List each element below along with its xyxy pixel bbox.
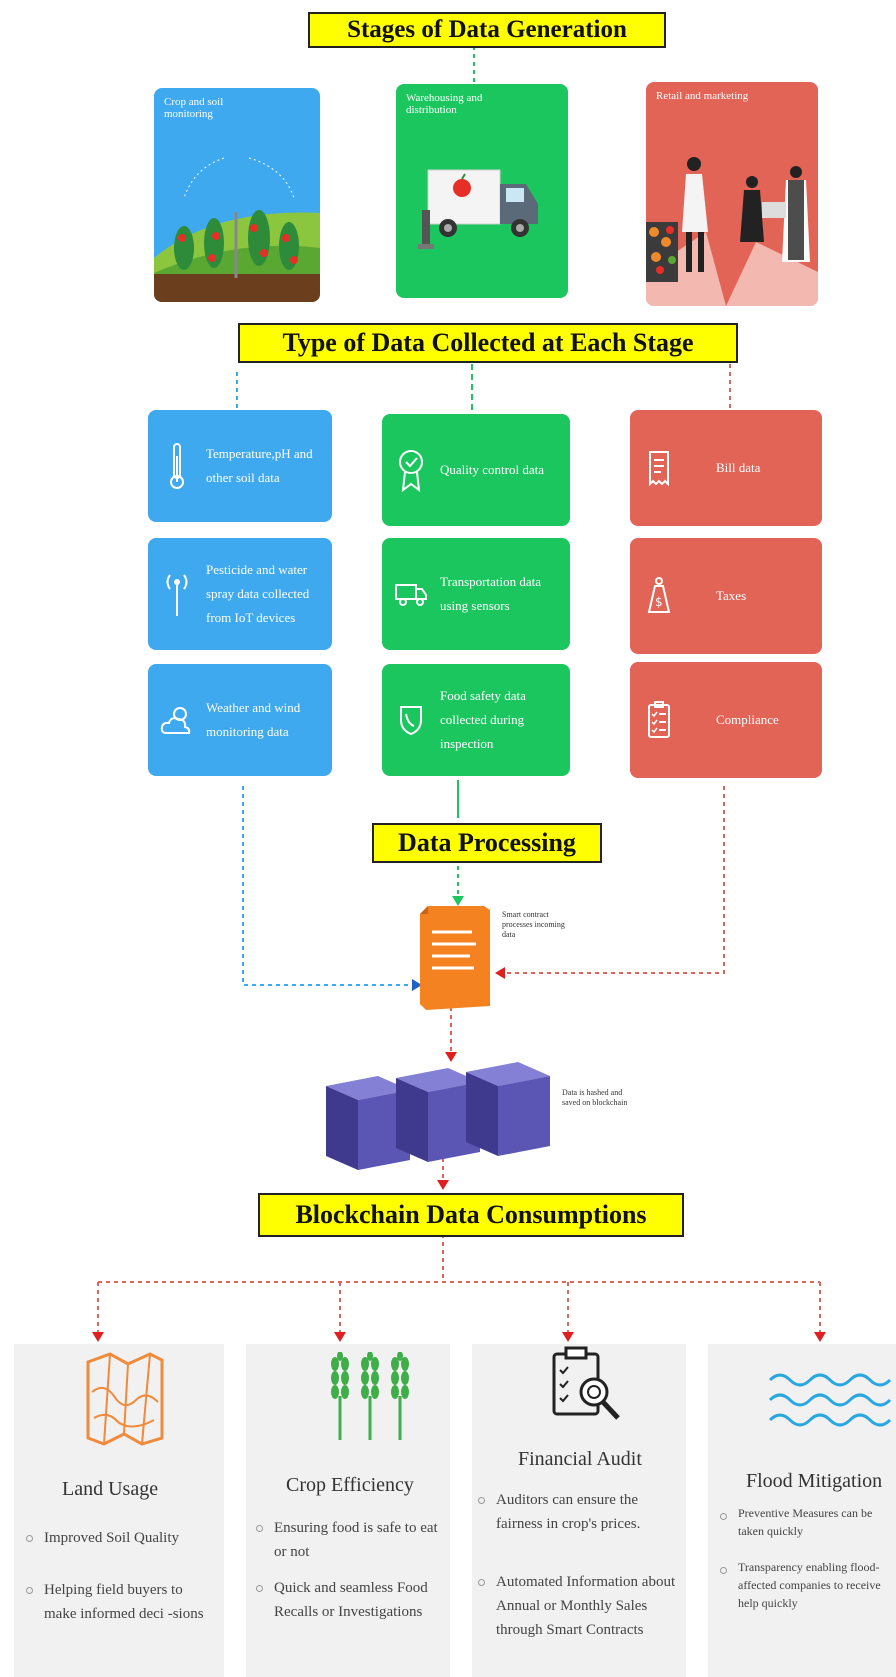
header-blockchain-data-consumptions: Blockchain Data Consumptions: [258, 1193, 684, 1237]
delivery-truck-illustration: [418, 169, 538, 249]
data-card-text: Food safety data collected during inspec…: [440, 688, 526, 751]
map-icon: [86, 1352, 164, 1446]
tax-tag-icon: $: [642, 576, 676, 616]
data-card-weather: Weather and wind monitoring data: [148, 664, 332, 776]
data-card-food-safety: Food safety data collected during inspec…: [382, 664, 570, 776]
truck-icon: [394, 581, 428, 607]
blockchain-blocks-icon: [326, 1062, 550, 1170]
data-card-bill: Bill data: [630, 410, 822, 526]
panel-title: Crop Efficiency: [286, 1474, 414, 1496]
bullet-item: Transparency enabling flood-affected com…: [720, 1558, 896, 1612]
data-card-compliance: Compliance: [630, 662, 822, 778]
data-card-text: Taxes: [716, 588, 747, 603]
data-card-text: Weather and wind monitoring data: [206, 700, 301, 739]
panel-crop-efficiency: Crop Efficiency Ensuring food is safe to…: [246, 1344, 450, 1677]
data-card-text: Pesticide and water spray data collected…: [206, 562, 310, 625]
panel-land-usage: Land Usage Improved Soil Quality Helping…: [14, 1344, 224, 1677]
antenna-icon: [160, 570, 194, 618]
data-card-text: Bill data: [716, 460, 761, 475]
smart-contract-note: Smart contract processes incoming data: [502, 910, 565, 939]
receipt-icon: [642, 450, 676, 486]
wheat-icon: [331, 1352, 409, 1440]
crop-field-illustration: [154, 157, 320, 302]
header-data-processing: Data Processing: [372, 823, 602, 863]
audit-clipboard-icon: [552, 1346, 620, 1420]
data-card-taxes: $ Taxes: [630, 538, 822, 654]
header-stages-of-data-generation: Stages of Data Generation: [308, 12, 666, 48]
data-card-text: Compliance: [716, 712, 779, 727]
panel-title: Financial Audit: [518, 1448, 642, 1470]
badge-icon: [394, 448, 428, 492]
stage-label: Crop and soil monitoring: [164, 96, 224, 120]
stage-card-retail: Retail and marketing: [646, 82, 818, 306]
stage-card-crop-monitoring: Crop and soil monitoring: [154, 88, 320, 302]
stage-label: Warehousing and distribution: [406, 92, 483, 116]
bullet-item: Quick and seamless Food Recalls or Inves…: [256, 1576, 440, 1624]
checklist-icon: [642, 701, 676, 739]
data-card-pesticide: Pesticide and water spray data collected…: [148, 538, 332, 650]
data-card-soil: Temperature,pH and other soil data: [148, 410, 332, 522]
stage-label: Retail and marketing: [656, 90, 749, 102]
bullet-item: Auditors can ensure the fairness in crop…: [478, 1488, 680, 1536]
data-card-quality-control: Quality control data: [382, 414, 570, 526]
data-card-text: Transportation data using sensors: [440, 574, 541, 613]
shield-icon: [394, 704, 428, 736]
bullet-item: Ensuring food is safe to eat or not: [256, 1516, 440, 1564]
smart-contract-document-icon: [420, 906, 490, 1010]
bullet-item: Preventive Measures can be taken quickly: [720, 1504, 896, 1540]
panel-financial-audit: Financial Audit Auditors can ensure the …: [472, 1344, 686, 1677]
waves-icon: [768, 1373, 892, 1427]
data-card-transportation: Transportation data using sensors: [382, 538, 570, 650]
bullet-item: Improved Soil Quality: [26, 1526, 214, 1550]
svg-text:$: $: [655, 595, 663, 609]
thermometer-icon: [160, 442, 194, 490]
bullet-item: Helping field buyers to make informed de…: [26, 1578, 214, 1626]
bullet-item: Automated Information about Annual or Mo…: [478, 1570, 680, 1642]
panel-flood-mitigation: Flood Mitigation Preventive Measures can…: [708, 1344, 896, 1677]
panel-title: Flood Mitigation: [746, 1470, 883, 1492]
retail-shopping-illustration: [646, 157, 818, 306]
data-card-text: Temperature,pH and other soil data: [206, 446, 313, 485]
panel-title: Land Usage: [62, 1478, 159, 1500]
blockchain-note: Data is hashed and saved on blockchain: [562, 1088, 628, 1107]
weather-icon: [160, 703, 194, 737]
data-card-text: Quality control data: [440, 462, 544, 477]
stage-card-warehousing: Warehousing and distribution: [396, 84, 568, 298]
header-type-of-data-collected: Type of Data Collected at Each Stage: [238, 323, 738, 363]
